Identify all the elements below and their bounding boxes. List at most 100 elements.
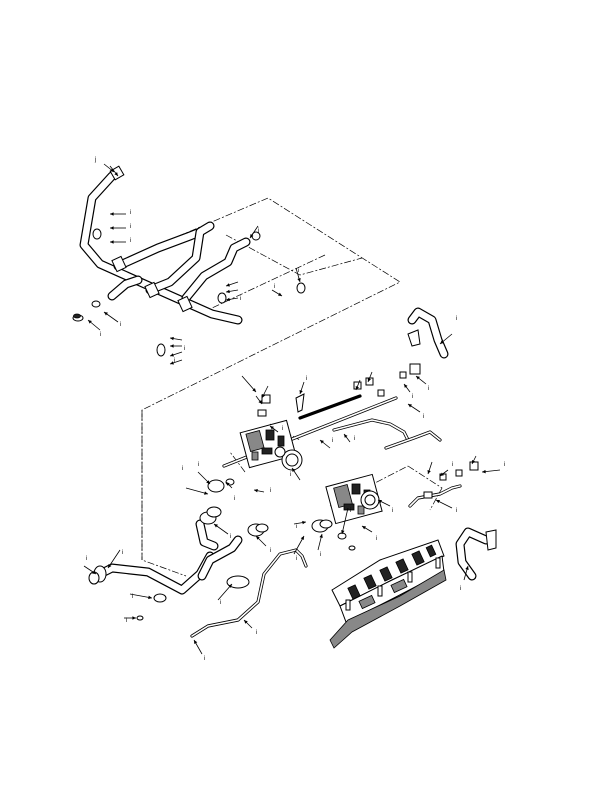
- callout-label: i: [182, 466, 183, 472]
- arrowhead: [244, 620, 248, 624]
- arrowhead: [170, 344, 174, 348]
- callout-label: i: [86, 556, 87, 562]
- callout-label: i: [132, 594, 133, 600]
- arrowhead: [320, 440, 324, 444]
- callout-label: i: [298, 268, 299, 274]
- engine-block: [329, 539, 447, 649]
- arrowhead: [341, 530, 345, 534]
- arrowhead: [256, 536, 260, 540]
- callout-label: i: [354, 436, 355, 442]
- arrowhead: [436, 500, 440, 504]
- callout-label: i: [130, 224, 131, 230]
- arrowhead: [404, 384, 408, 388]
- callout-label: i: [392, 508, 393, 514]
- arrowhead: [214, 524, 218, 528]
- callout-label: i: [230, 534, 231, 540]
- arrowhead: [408, 404, 412, 408]
- arrowhead: [148, 595, 152, 600]
- callout-label: i: [320, 552, 321, 558]
- callout-label: i: [198, 462, 199, 468]
- callout-label: i: [174, 358, 175, 364]
- callout-label: i: [282, 426, 283, 432]
- arrowhead: [344, 434, 348, 438]
- arrowhead: [270, 426, 274, 430]
- leader-arrows: [83, 163, 501, 655]
- arrowhead: [88, 320, 92, 324]
- arrowhead: [226, 289, 230, 294]
- callout-label: i: [240, 296, 241, 302]
- arrowhead: [302, 520, 306, 525]
- arrowhead: [110, 168, 114, 172]
- callout-label: i: [412, 394, 413, 400]
- arrowhead: [416, 376, 420, 380]
- callout-label: i: [456, 316, 457, 322]
- upper-tube-assembly: [72, 165, 306, 357]
- callout-label: i: [332, 438, 333, 444]
- callout-label: i: [184, 346, 185, 352]
- callout-label: i: [120, 322, 121, 328]
- arrowhead: [226, 283, 230, 287]
- callout-label: j: [257, 228, 259, 234]
- pump-lower: [325, 473, 383, 525]
- arrowhead: [110, 226, 114, 230]
- arrowhead: [110, 212, 114, 216]
- arrowhead: [440, 472, 444, 476]
- leader-line: [107, 549, 121, 569]
- arrowhead: [319, 534, 323, 538]
- callout-label: i: [122, 550, 123, 556]
- upper-right-hose: [407, 307, 449, 359]
- leader-line: [341, 507, 349, 535]
- callout-label: i: [274, 284, 275, 290]
- callout-label: i: [460, 586, 461, 592]
- arrowhead: [114, 172, 118, 176]
- arrowhead: [92, 570, 96, 574]
- arrowhead: [226, 297, 230, 302]
- arrowhead: [355, 386, 359, 390]
- callout-label: i: [452, 462, 453, 468]
- callout-label: i: [234, 496, 235, 502]
- callout-label: i: [456, 508, 457, 514]
- callout-label: i: [256, 630, 257, 636]
- callout-label: i: [126, 618, 127, 624]
- callout-label: i: [270, 488, 271, 494]
- arrowhead: [226, 482, 230, 486]
- assembly-guide-lines: [117, 197, 443, 577]
- leader-line: [129, 593, 153, 599]
- arrowhead: [170, 336, 174, 341]
- callout-label: i: [130, 238, 131, 244]
- arrowhead: [278, 292, 282, 296]
- arrowhead: [206, 480, 210, 484]
- arrowhead: [427, 470, 431, 474]
- arrowhead: [170, 361, 174, 365]
- arrowhead: [440, 340, 444, 344]
- callout-label: i: [350, 508, 351, 514]
- arrowhead: [258, 400, 262, 404]
- arrowhead: [110, 240, 114, 244]
- callout-label: i: [296, 556, 297, 562]
- pump-upper: [239, 419, 303, 471]
- callout-label: i: [306, 376, 307, 382]
- callout-label: i: [376, 536, 377, 542]
- arrowhead: [362, 526, 366, 530]
- callout-label: i: [504, 462, 505, 468]
- arrowhead: [132, 616, 136, 620]
- arrowhead: [378, 500, 382, 504]
- arrowhead: [482, 469, 486, 474]
- arrowhead: [299, 390, 303, 394]
- callout-label: i: [130, 210, 131, 216]
- arrowhead: [262, 394, 266, 398]
- right-hose: [423, 461, 497, 581]
- callout-label: i: [100, 332, 101, 338]
- callout-label: i: [220, 600, 221, 606]
- arrowhead: [367, 378, 371, 382]
- callout-label: i: [428, 386, 429, 392]
- flex-lines: [190, 484, 462, 638]
- callout-label: i: [204, 656, 205, 662]
- callout-label: j: [94, 157, 96, 163]
- callout-label: i: [290, 472, 291, 478]
- arrowhead: [292, 468, 296, 472]
- arrowhead: [108, 564, 112, 568]
- arrowhead: [472, 460, 476, 464]
- arrowhead: [252, 388, 256, 392]
